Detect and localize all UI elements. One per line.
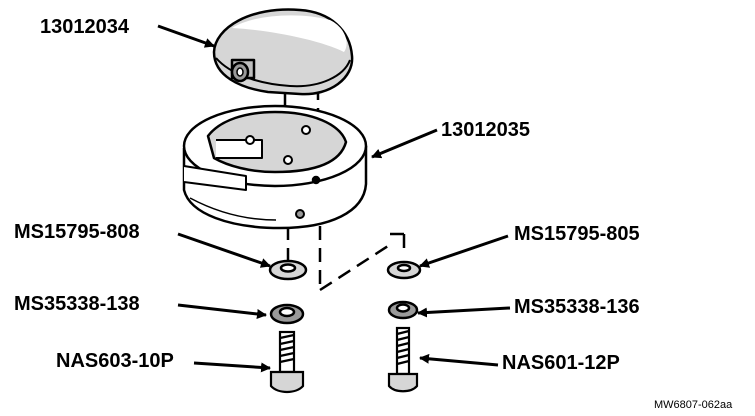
arrow-flat-washer-left <box>177 232 271 268</box>
arrow-screw-left <box>193 361 271 373</box>
callout-screw-right: NAS601-12P <box>502 352 620 374</box>
callout-flat-washer-left: MS15795-808 <box>14 221 140 243</box>
leader-arrows <box>157 24 511 373</box>
figure-id: MW6807-062aa <box>654 399 733 411</box>
callout-cover: 13012034 <box>40 16 129 38</box>
lock-washer-right <box>387 300 419 320</box>
arrow-lock-washer-right <box>417 306 511 318</box>
callout-base: 13012035 <box>441 119 530 141</box>
arrow-screw-right <box>419 353 499 367</box>
arrow-base <box>371 128 438 159</box>
screw-left <box>269 330 305 394</box>
flat-washer-left <box>268 259 308 281</box>
callout-flat-washer-right: MS15795-805 <box>514 223 640 245</box>
lock-washer-left <box>269 303 305 325</box>
arrow-flat-washer-right <box>419 234 509 268</box>
screw-right <box>387 326 419 393</box>
arrow-lock-washer-left <box>177 303 267 319</box>
base-part <box>182 104 368 230</box>
cover-part <box>212 8 354 96</box>
flat-washer-right <box>386 260 422 280</box>
callout-lock-washer-right: MS35338-136 <box>514 296 640 318</box>
callout-lock-washer-left: MS35338-138 <box>14 293 140 315</box>
callout-screw-left: NAS603-10P <box>56 350 174 372</box>
arrow-cover <box>157 24 215 48</box>
